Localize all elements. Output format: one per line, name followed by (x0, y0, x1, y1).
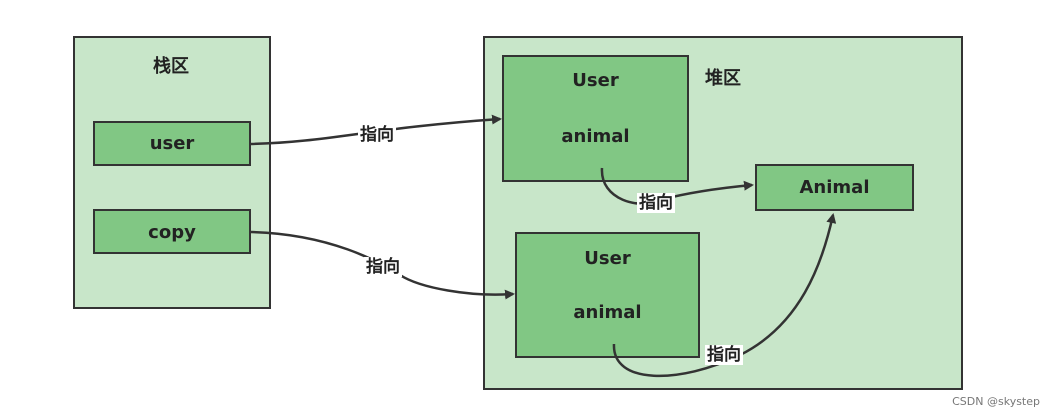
heap-user-object-2: User animal (515, 232, 700, 358)
heap-user-object-1-class: User (572, 70, 619, 91)
heap-user-object-2-class: User (584, 248, 631, 269)
stack-var-user: user (93, 121, 251, 166)
heap-animal-object: Animal (755, 164, 914, 211)
edge-label-object-1-animal: 指向 (637, 193, 675, 213)
heap-animal-object-label: Animal (799, 177, 870, 198)
edge-label-object-2-animal: 指向 (705, 345, 743, 365)
watermark: CSDN @skystep (952, 395, 1040, 408)
edge-label-copy: 指向 (364, 257, 402, 277)
stack-var-copy: copy (93, 209, 251, 254)
stack-region: 栈区 (73, 36, 271, 309)
heap-user-object-1: User animal (502, 55, 689, 182)
edge-label-user: 指向 (358, 125, 396, 145)
heap-user-object-1-field: animal (561, 126, 630, 147)
stack-var-user-label: user (149, 133, 195, 154)
stack-var-copy-label: copy (148, 222, 196, 243)
stack-region-title: 栈区 (153, 56, 189, 77)
heap-user-object-2-field: animal (573, 302, 642, 323)
heap-region-title: 堆区 (705, 68, 741, 89)
